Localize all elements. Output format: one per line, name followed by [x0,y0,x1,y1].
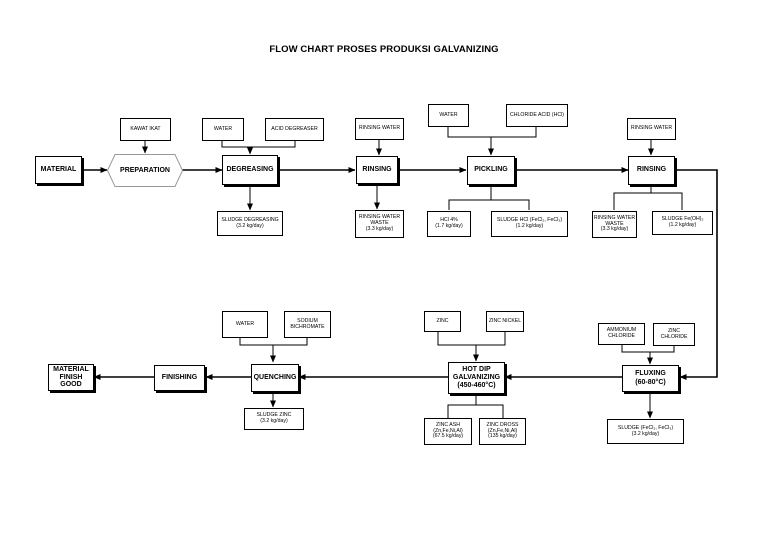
output-sludge-feoh: SLUDGE Fe(OH)₂ (1.2 kg/day) [652,211,713,235]
node-rinsing-1: RINSING [356,156,398,184]
node-preparation-shape [107,154,183,187]
input-rinsing-water-1: RINSING WATER [355,118,404,140]
input-zinc-nickel: ZINC NICKEL [486,311,524,332]
node-preparation: PREPARATION [120,167,170,174]
input-zinc-chloride: ZINC CHLORIDE [653,323,695,346]
input-acid-degreaser: ACID DEGREASER [265,118,324,141]
input-water-degreasing: WATER [202,118,244,141]
input-zinc: ZINC [424,311,461,332]
node-quenching: QUENCHING [251,364,299,392]
input-water-pickling: WATER [428,104,469,127]
output-sludge-fluxing: SLUDGE (FeCl₂, FeCl₃) (3.2 kg/day) [607,419,684,444]
node-material: MATERIAL [35,156,82,184]
output-zinc-dross: ZINC DROSS (Zn,Fe,Ni,Al) (135 kg/day) [479,418,526,445]
node-hot-dip-galvanizing: HOT DIP GALVANIZING (450-460°C) [448,362,505,394]
input-chloride-acid: CHLORIDE ACID (HCl) [506,104,568,127]
node-degreasing: DEGREASING [222,155,278,185]
node-pickling: PICKLING [467,156,515,185]
output-sludge-hcl: SLUDGE HCl (FeCl₂, FeCl₃) (1.2 kg/day) [491,211,568,237]
node-fluxing: FLUXING (60-80°C) [622,365,679,392]
input-water-quenching: WATER [222,311,268,338]
output-hcl: HCl 4% (1.7 kg/day) [427,211,471,237]
output-sludge-zinc: SLUDGE ZINC (3.2 kg/day) [244,408,304,430]
node-material-finish-good: MATERIAL FINISH GOOD [48,364,94,391]
output-rinsing-water-waste-2: RINSING WATER WASTE (3.3 kg/day) [592,211,637,238]
input-sodium-bichromate: SODIUM BICHROMATE [284,311,331,338]
input-ammonium-chloride: AMMONIUM CHLORIDE [598,323,645,345]
output-rinsing-water-waste-1: RINSING WATER WASTE (3.3 kg/day) [355,210,404,238]
input-kawat-ikat: KAWAT IKAT [120,118,171,141]
chart-title: FLOW CHART PROSES PRODUKSI GALVANIZING [269,44,499,55]
output-sludge-degreasing: SLUDGE DEGREASING (3.2 kg/day) [217,211,283,236]
node-finishing: FINISHING [154,365,205,391]
arrow-rinsing-fluxing [675,169,718,380]
node-rinsing-2: RINSING [628,156,675,185]
input-rinsing-water-2: RINSING WATER [627,118,676,140]
output-zinc-ash: ZINC ASH (Zn,Fe,Ni,Al) (67.5 kg/day) [424,418,472,445]
